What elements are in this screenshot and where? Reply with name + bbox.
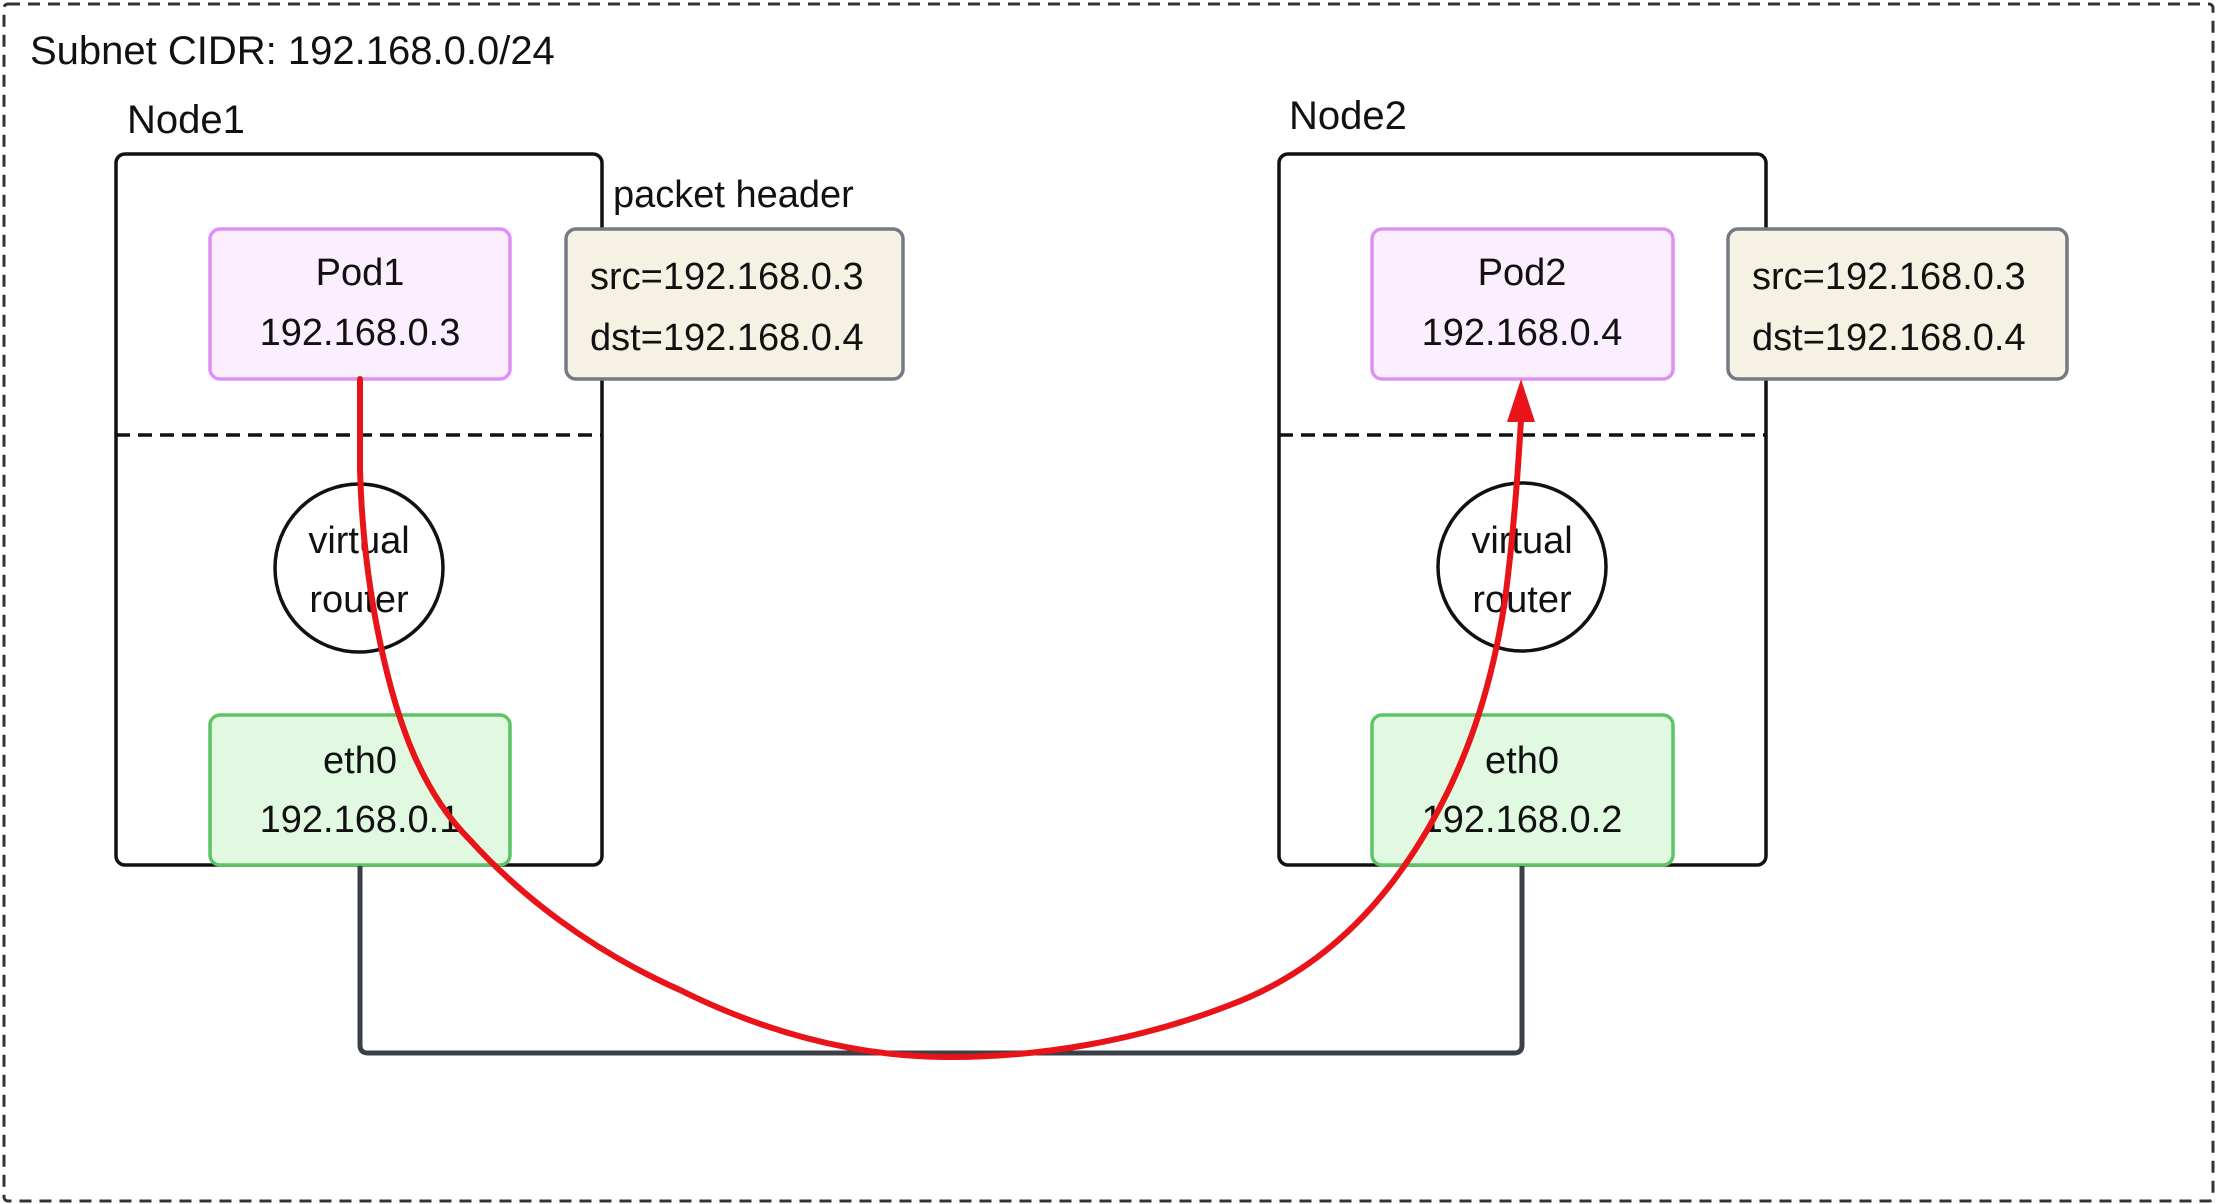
pod2[interactable]: Pod2 192.168.0.4 (1370, 227, 1675, 381)
packet-dst: dst=192.168.0.4 (590, 317, 864, 359)
packet-path (357, 376, 1524, 1061)
node2-eth0[interactable]: eth0 192.168.0.2 (1370, 713, 1675, 867)
packet-dst: dst=192.168.0.4 (1752, 317, 2026, 359)
eth0-ip: 192.168.0.2 (1422, 799, 1623, 841)
eth0-name: eth0 (1485, 740, 1559, 782)
packet-header-box (564, 227, 905, 381)
node1-virtual-router[interactable]: virtual router (273, 482, 445, 654)
packet-header-box (1726, 227, 2069, 381)
pod1-name: Pod1 (316, 252, 405, 294)
node1-eth0[interactable]: eth0 192.168.0.1 (208, 713, 512, 867)
pod2-box[interactable] (1370, 227, 1675, 381)
network-link[interactable] (357, 866, 1525, 1056)
eth0-box[interactable] (1370, 713, 1675, 867)
packet-src: src=192.168.0.3 (1752, 256, 2026, 298)
node2-packet-header: src=192.168.0.3 dst=192.168.0.4 (1726, 227, 2069, 381)
node1-packet-header: packet header src=192.168.0.3 dst=192.16… (564, 174, 905, 381)
node2-label: Node2 (1289, 94, 1407, 138)
node1-label: Node1 (127, 98, 245, 142)
pod2-name: Pod2 (1478, 252, 1567, 294)
pod1-ip: 192.168.0.3 (260, 312, 461, 354)
subnet-label: Subnet CIDR: 192.168.0.0/24 (30, 29, 555, 73)
router-label-line1: virtual (1471, 520, 1572, 562)
router-label-line1: virtual (308, 520, 409, 562)
packet-header-title: packet header (613, 174, 854, 216)
node2: Node2 Pod2 192.168.0.4 virtual router et… (1277, 94, 2069, 867)
pod2-ip: 192.168.0.4 (1422, 312, 1623, 354)
packet-src: src=192.168.0.3 (590, 256, 864, 298)
arrow-head-icon (1507, 379, 1535, 422)
node1: Node1 Pod1 192.168.0.3 virtual router et… (114, 98, 905, 867)
node2-virtual-router[interactable]: virtual router (1436, 481, 1608, 653)
eth0-name: eth0 (323, 740, 397, 782)
eth0-ip: 192.168.0.1 (260, 799, 461, 841)
pod1[interactable]: Pod1 192.168.0.3 (208, 227, 512, 381)
router-label-line2: router (1472, 579, 1572, 621)
eth0-box[interactable] (208, 713, 512, 867)
router-circle[interactable] (1436, 481, 1608, 653)
router-label-line2: router (309, 579, 409, 621)
